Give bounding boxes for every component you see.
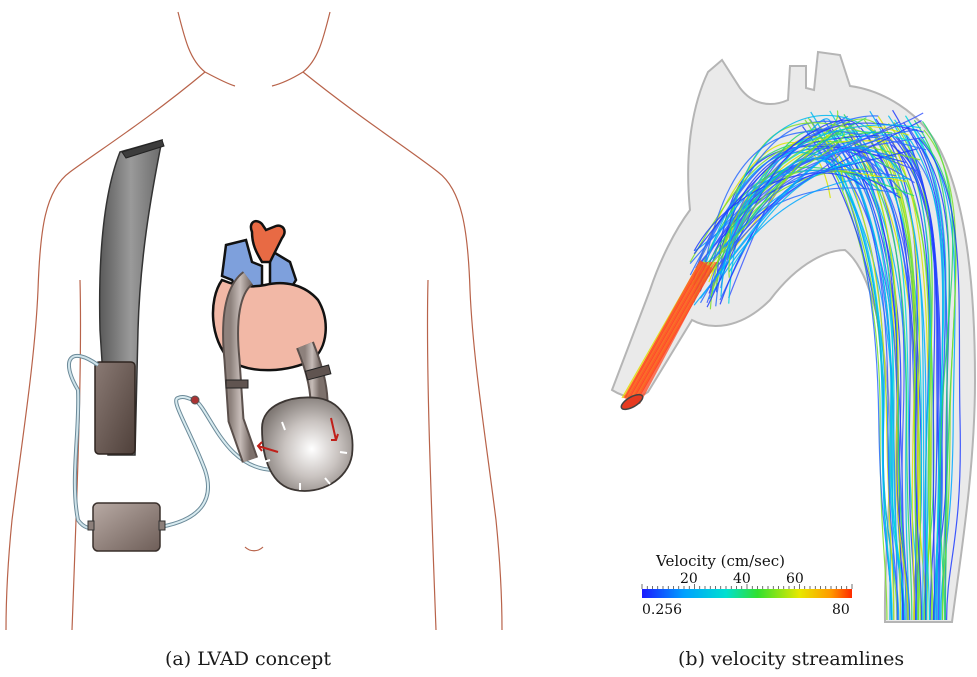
colorbar-gradient [642, 589, 852, 598]
colorbar-title: Velocity (cm/sec) [655, 552, 785, 570]
driveline-cable [160, 397, 275, 527]
colorbar-tick-20: 20 [680, 571, 698, 587]
colorbar-tick-60: 60 [786, 571, 804, 587]
colorbar-min-label: 0.256 [642, 602, 682, 618]
lvad-illustration [6, 12, 502, 630]
colorbar-tick-40: 40 [733, 571, 751, 587]
navel [245, 547, 263, 551]
streamline-bundle [622, 110, 960, 620]
aorta-streamline-render [612, 52, 975, 622]
velocity-colorbar: Velocity (cm/sec) 20 40 60 0.256 80 [642, 552, 852, 618]
pump-housing [258, 397, 353, 490]
controller-unit [93, 503, 160, 551]
caption-velocity-streamlines: (b) velocity streamlines [678, 648, 904, 670]
caption-lvad-concept: (a) LVAD concept [165, 648, 331, 670]
colorbar-max-label: 80 [832, 602, 850, 618]
battery-pack [95, 362, 135, 454]
